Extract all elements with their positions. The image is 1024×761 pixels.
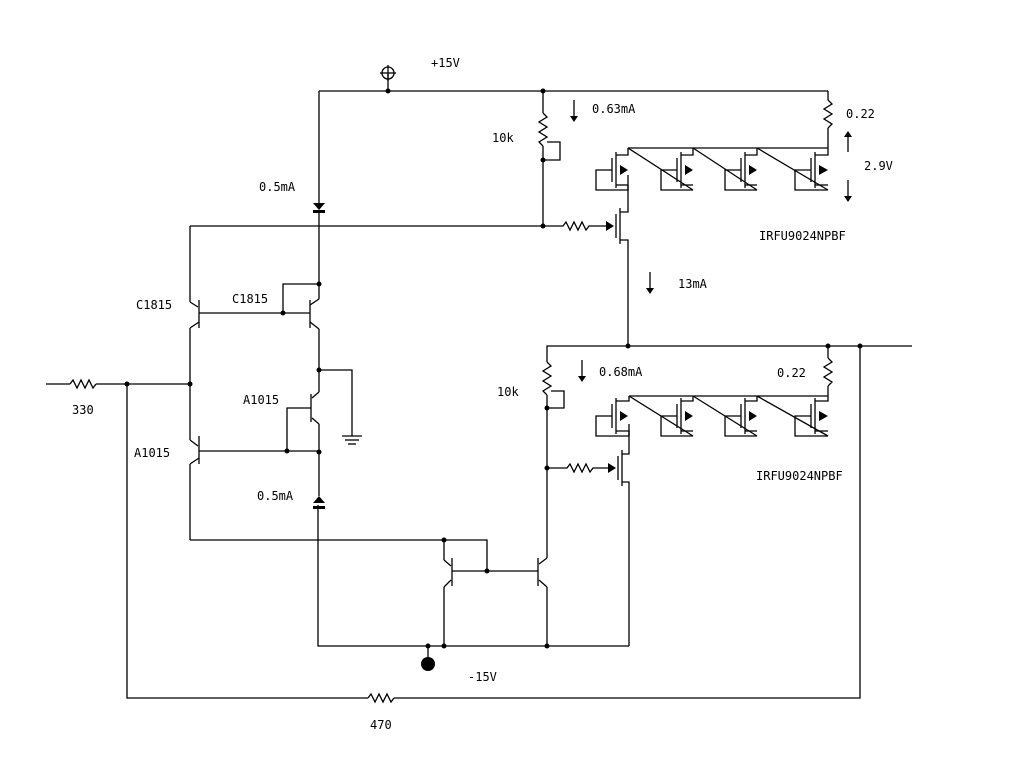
label-q-c1815-right: C1815 [232,292,268,306]
transistor-c1815-right [280,281,322,373]
label-vpos: +15V [431,56,460,70]
label-r-top-sense: 0.22 [846,107,875,121]
label-r-in: 330 [72,403,94,417]
current-source-bottom [313,452,325,509]
current-mirror [441,468,548,646]
label-i-cs-bot: 0.5mA [257,489,294,503]
label-q-a1015-right: A1015 [243,393,279,407]
bottom-bias-pot [541,345,630,646]
label-r-bot-sense: 0.22 [777,366,806,380]
current-source-top [313,203,325,283]
label-r-fb: 470 [370,718,392,732]
label-mosfet-top: IRFU9024NPBF [759,229,846,243]
bottom-mosfet-array [578,346,834,437]
top-mosfet-array [570,91,852,202]
negative-rail [317,505,629,671]
positive-rail [318,65,828,205]
transistor-a1015-right [286,369,362,455]
label-q-a1015-left: A1015 [134,446,170,460]
label-v-drop: 2.9V [864,159,893,173]
label-i-cs-top: 0.5mA [259,180,296,194]
label-r-top-pot: 10k [492,131,514,145]
label-r-bot-pot: 10k [497,385,519,399]
label-i-bot-bias: 0.68mA [599,365,643,379]
transistor-c1815-left [189,226,283,384]
label-i-top-bias: 0.63mA [592,102,636,116]
input-network [46,346,861,704]
label-q-c1815-left: C1815 [136,298,172,312]
label-i-mid: 13mA [678,277,708,291]
top-bias-pot [537,91,629,346]
transistor-a1015-left [189,384,290,540]
label-vneg: -15V [468,670,497,684]
label-mosfet-bot: IRFU9024NPBF [756,469,843,483]
